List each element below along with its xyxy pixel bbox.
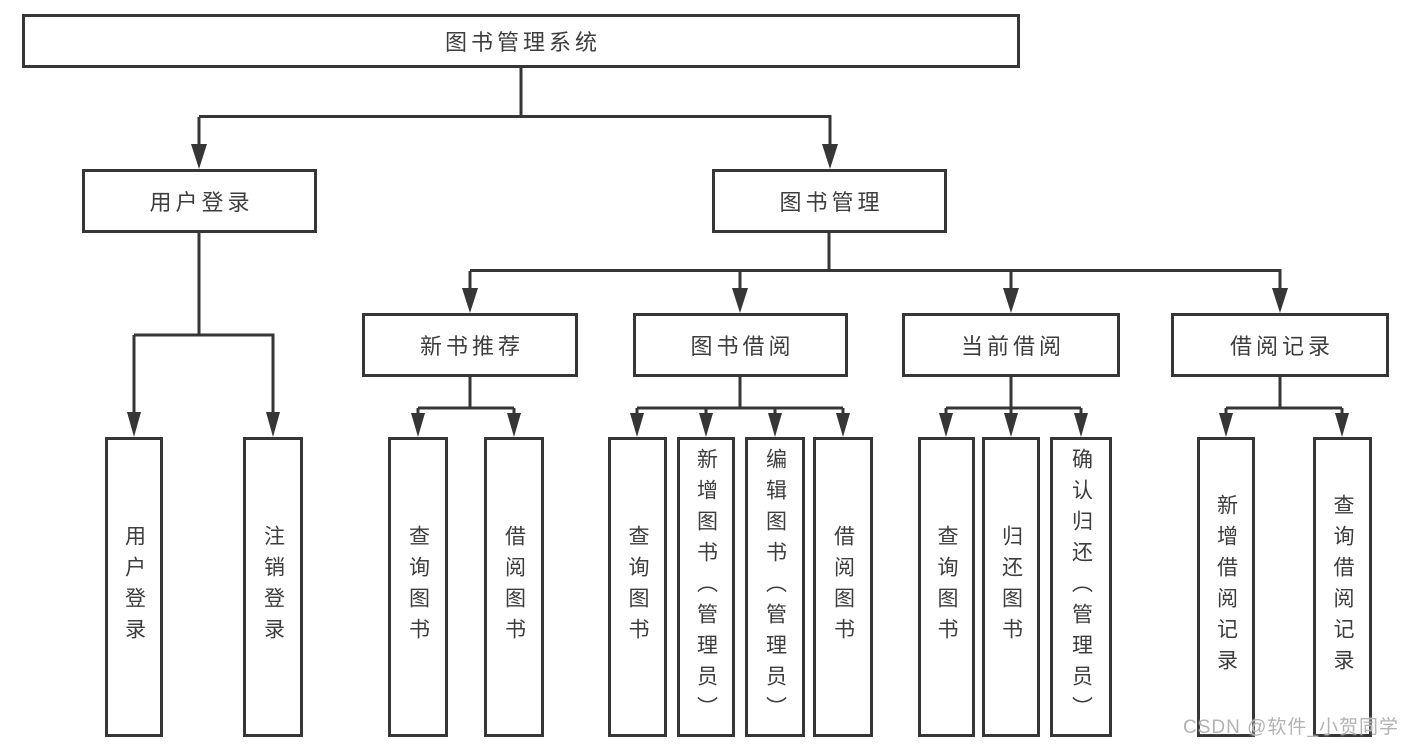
node-label: 用户登录 [122,525,146,649]
leaf-borrow-books: 借阅图书 [813,437,873,737]
leaf-add-borrow-record: 新增借阅记录 [1197,437,1255,737]
node-label: 查询借阅记录 [1331,494,1354,680]
node-label: 确认归还（管理员） [1069,447,1093,727]
leaf-logout: 注销登录 [243,437,303,737]
csdn-watermark: CSDN @软件_小贺同学 [1183,717,1399,738]
leaf-query-books-current: 查询图书 [918,437,975,737]
node-label: 归还图书 [999,525,1023,649]
node-book-management: 图书管理 [712,169,947,233]
leaf-add-book-admin: 新增图书（管理员） [677,437,735,737]
leaf-query-borrow-record: 查询借阅记录 [1313,437,1372,737]
leaf-query-books-borrowing: 查询图书 [608,437,667,737]
node-label: 新增借阅记录 [1214,494,1238,680]
node-label: 查询图书 [406,525,430,649]
node-label: 借阅图书 [502,525,526,649]
node-label: 图书管理 [779,190,884,215]
node-user-login: 用户登录 [82,169,317,233]
leaf-query-books-recommend: 查询图书 [388,437,448,737]
node-label: 新书推荐 [419,334,524,359]
node-label: 注销登录 [261,525,285,649]
leaf-user-login: 用户登录 [105,437,163,737]
node-label: 借阅记录 [1229,334,1334,359]
node-new-book-recommendation: 新书推荐 [362,313,578,377]
node-label: 当前借阅 [960,334,1065,359]
leaf-return-book: 归还图书 [982,437,1040,737]
node-label: 查询图书 [935,525,958,649]
node-current-borrowing: 当前借阅 [902,313,1120,377]
node-book-borrowing: 图书借阅 [633,313,848,377]
node-library-management-system: 图书管理系统 [22,14,1020,68]
node-borrowing-records: 借阅记录 [1171,313,1389,377]
node-label: 图书借阅 [690,334,795,359]
node-label: 编辑图书（管理员） [763,447,787,727]
leaf-borrow-books-recommend: 借阅图书 [484,437,544,737]
node-label: 新增图书（管理员） [694,447,718,727]
node-label: 借阅图书 [831,525,855,649]
node-label: 查询图书 [626,525,649,649]
leaf-confirm-return-admin: 确认归还（管理员） [1050,437,1112,737]
leaf-edit-book-admin: 编辑图书（管理员） [745,437,805,737]
node-label: 用户登录 [149,190,254,215]
node-label: 图书管理系统 [444,30,601,55]
